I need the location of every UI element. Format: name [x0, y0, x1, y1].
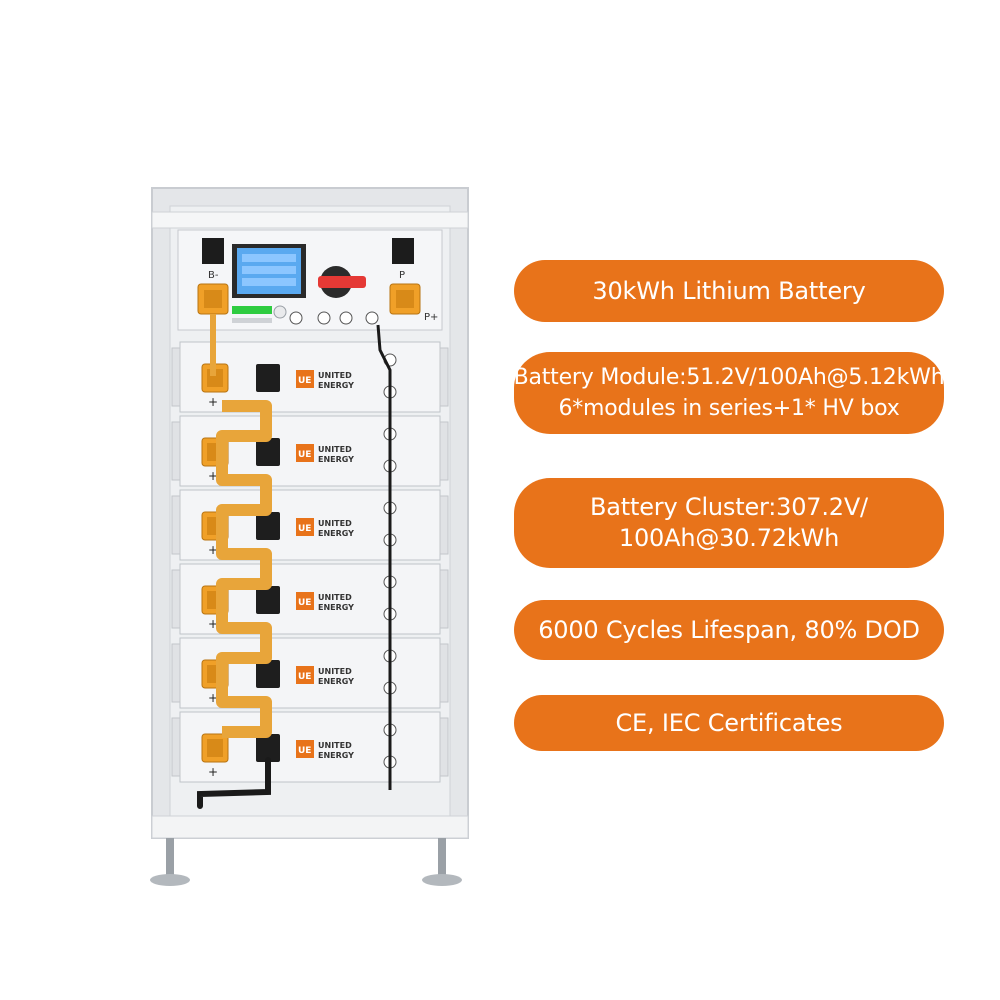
svg-text:UE: UE: [298, 672, 311, 682]
module-plus-label: +: [208, 691, 218, 705]
feature-text: Battery Module:51.2V/100Ah@5.12kWh: [513, 365, 945, 390]
brand-name: UNITED: [318, 593, 352, 602]
svg-text:UE: UE: [298, 524, 311, 534]
breaker-switch-handle: [318, 276, 366, 288]
module-negative-connector: [256, 660, 280, 688]
p-label: P: [399, 270, 405, 281]
module-negative-connector: [256, 734, 280, 762]
comm-port-3: [339, 311, 353, 325]
feature-text: 30kWh Lithium Battery: [592, 276, 866, 305]
brand-name: UNITED: [318, 519, 352, 528]
brand-logo: UE: [296, 666, 314, 684]
return-cable: [197, 757, 271, 809]
brand-name: UNITED: [318, 371, 352, 380]
p-socket: [392, 238, 414, 264]
feature-text: 100Ah@30.72kWh: [618, 524, 840, 552]
feature-pill-lifespan: 6000 Cycles Lifespan, 80% DOD: [514, 600, 944, 660]
brand-name: UNITED: [318, 741, 352, 750]
brand-logo: UE: [296, 444, 314, 462]
rack-top-bar: [151, 211, 469, 229]
comm-port-4: [365, 311, 379, 325]
feature-pill-module: Battery Module:51.2V/100Ah@5.12kWh 6*mod…: [513, 352, 945, 434]
brand-name: UNITED: [318, 667, 352, 676]
status-strip: [232, 306, 272, 314]
comm-cable: [376, 324, 392, 790]
feature-pill-capacity: 30kWh Lithium Battery: [514, 260, 944, 322]
feature-pill-cluster: Battery Cluster:307.2V/ 100Ah@30.72kWh: [514, 478, 944, 568]
reset-port: [273, 305, 287, 319]
module-plus-label: +: [208, 765, 218, 779]
brand-logo: UE: [296, 592, 314, 610]
module-negative-connector: [256, 512, 280, 540]
feature-text: Battery Cluster:307.2V/: [590, 493, 868, 521]
module-plus-label: +: [208, 469, 218, 483]
feature-text: 6000 Cycles Lifespan, 80% DOD: [538, 615, 920, 644]
brand-name: UNITED: [318, 445, 352, 454]
comm-port-1: [289, 311, 303, 325]
b-minus-socket: [202, 238, 224, 264]
svg-text:UE: UE: [298, 746, 311, 756]
brand-logo: UE: [296, 740, 314, 758]
battery-rack-illustration: B- P P+ +UEUNITEDENERGY+UEUNITEDENERGY+U…: [150, 187, 469, 886]
module-plus-label: +: [208, 543, 218, 557]
brand-name: ENERGY: [318, 455, 354, 464]
module-negative-connector: [256, 438, 280, 466]
comm-port-2: [317, 311, 331, 325]
module-negative-connector: [256, 364, 280, 392]
series-busbar: [216, 400, 272, 738]
brand-name: ENERGY: [318, 529, 354, 538]
svg-text:UE: UE: [298, 376, 311, 386]
feature-text: CE, IEC Certificates: [615, 708, 843, 737]
rack-bottom-bar: [151, 815, 469, 839]
module-plus-label: +: [208, 617, 218, 631]
p-plus-label: P+: [424, 312, 438, 323]
brand-name: ENERGY: [318, 381, 354, 390]
rack-feet: [150, 838, 462, 886]
feature-pill-certificates: CE, IEC Certificates: [514, 695, 944, 751]
hv-box: B- P P+: [177, 229, 443, 331]
svg-text:UE: UE: [298, 450, 311, 460]
brand-logo: UE: [296, 518, 314, 536]
feature-list: 30kWh Lithium Battery Battery Module:51.…: [513, 0, 945, 1000]
brand-name: ENERGY: [318, 751, 354, 760]
brand-logo: UE: [296, 370, 314, 388]
feature-text: 6*modules in series+1* HV box: [558, 396, 900, 421]
svg-text:UE: UE: [298, 598, 311, 608]
b-minus-label: B-: [208, 270, 219, 281]
module-plus-label: +: [208, 395, 218, 409]
brand-name: ENERGY: [318, 677, 354, 686]
brand-name: ENERGY: [318, 603, 354, 612]
module-negative-connector: [256, 586, 280, 614]
